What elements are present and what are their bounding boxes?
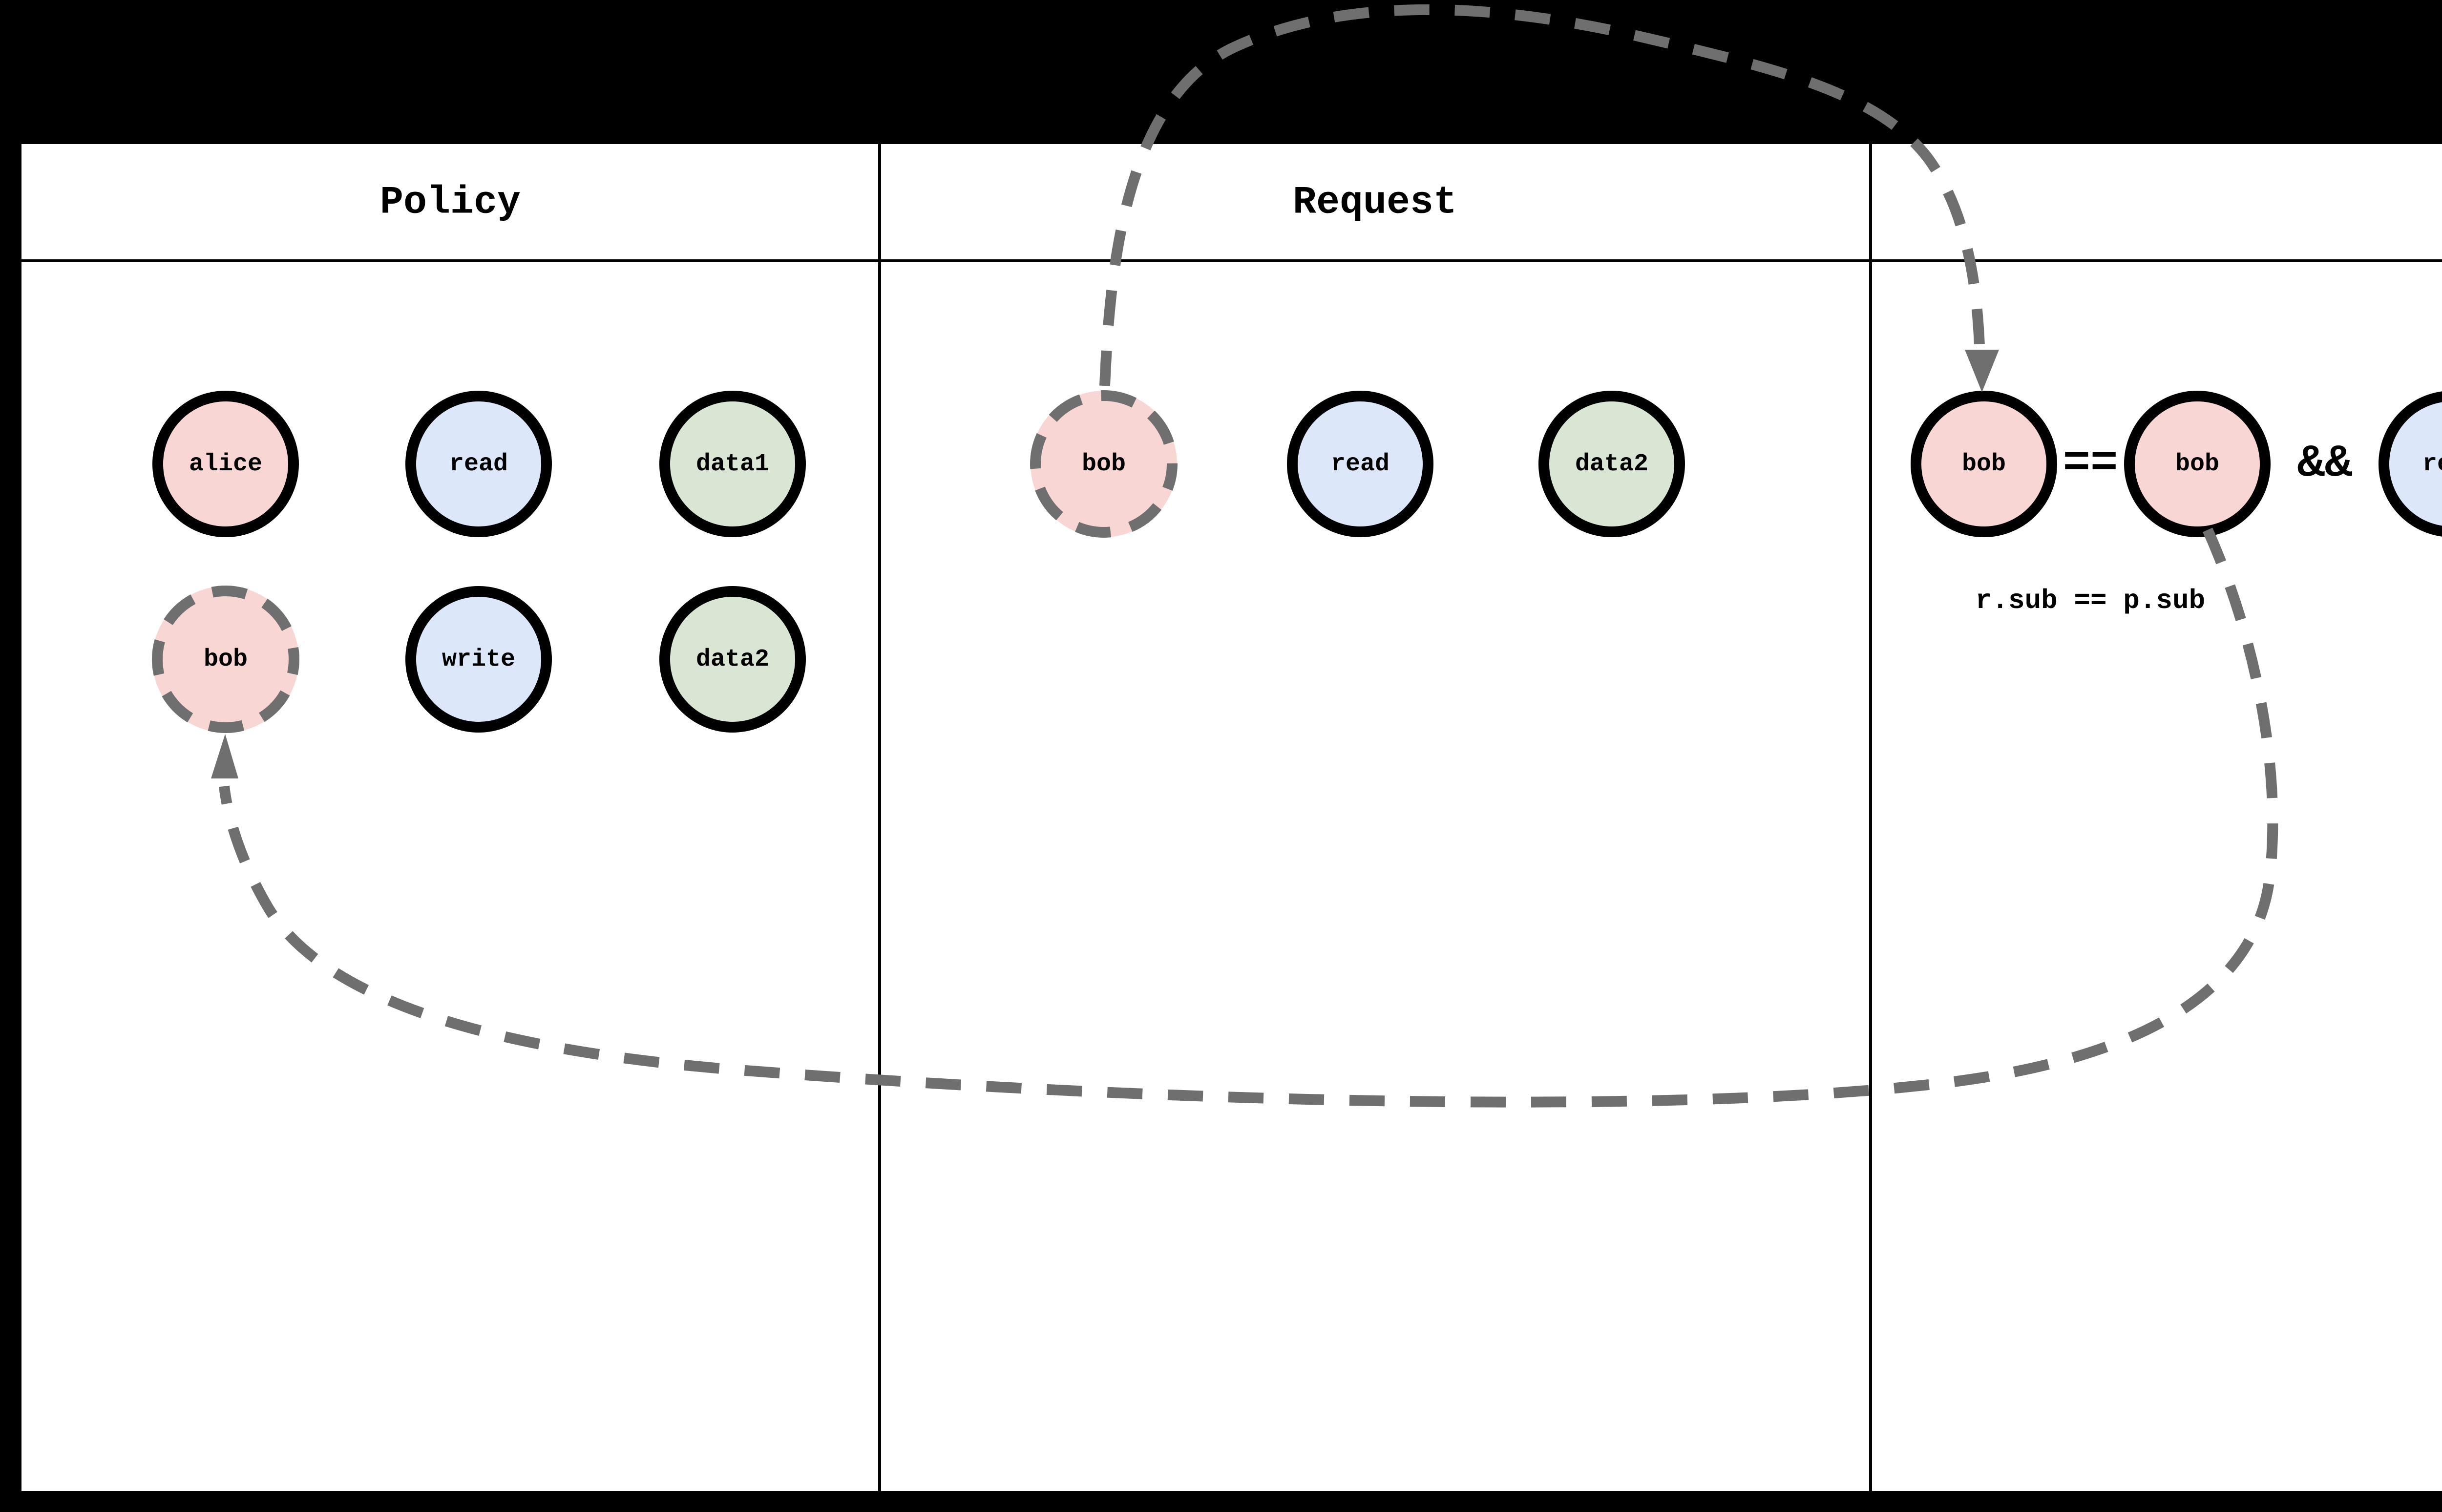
policy-node-data2: data2 <box>659 586 806 733</box>
policy-request-divider <box>878 144 881 1491</box>
column-header-policy: Policy <box>379 180 521 225</box>
matching-node-request-sub: bob <box>1911 391 2057 537</box>
request-node-bob-highlighted: bob <box>1031 391 1177 537</box>
request-node-data2: data2 <box>1538 391 1685 537</box>
table-background <box>21 144 2442 1491</box>
policy-node-read: read <box>405 391 552 537</box>
and-operator-1: && <box>2297 438 2353 490</box>
caption-sub-rule: r.sub == p.sub <box>1975 585 2206 616</box>
header-separator-line <box>21 259 2442 262</box>
matching-node-policy-sub: bob <box>2124 391 2271 537</box>
policy-node-alice: alice <box>152 391 299 537</box>
request-node-read: read <box>1287 391 1433 537</box>
column-header-request: Request <box>1292 180 1457 225</box>
policy-node-write: write <box>405 586 552 733</box>
request-matching-divider <box>1869 144 1872 1491</box>
equals-operator-sub: == <box>2063 438 2118 490</box>
policy-node-data1: data1 <box>659 391 806 537</box>
policy-node-bob-highlighted: bob <box>152 586 299 733</box>
